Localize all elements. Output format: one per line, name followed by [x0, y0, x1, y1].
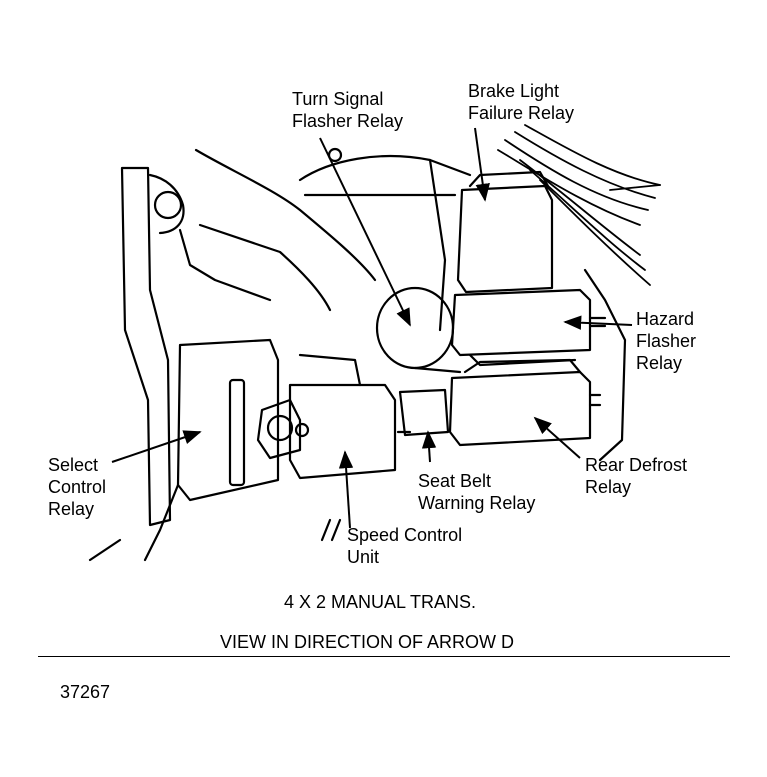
turn-signal-label: Turn Signal Flasher Relay: [292, 88, 403, 132]
hazard-leader: [563, 315, 633, 330]
hazard-label-line2: Flasher: [636, 331, 697, 351]
seat-belt-label-line2: Warning Relay: [418, 493, 536, 513]
brake-light-failure-relay-body: [456, 170, 554, 294]
turn-signal-leader: [319, 137, 411, 327]
hazard-flasher-relay-body: [450, 288, 607, 367]
seat-belt-label-line1: Seat Belt: [418, 471, 492, 491]
select-control-relay-body: [143, 338, 280, 562]
brake-light-label-line2: Failure Relay: [468, 103, 575, 123]
hazard-label: Hazard Flasher Relay: [636, 308, 696, 374]
select-control-label-line3: Relay: [48, 499, 95, 519]
brake-light-label: Brake Light Failure Relay: [468, 80, 574, 124]
hazard-label-line3: Relay: [636, 353, 683, 373]
caption-line1: 4 X 2 MANUAL TRANS.: [284, 592, 477, 612]
divider: [38, 656, 730, 657]
select-control-leader: [111, 430, 202, 463]
speed-control-leader: [338, 450, 354, 529]
select-control-label-line1: Select: [48, 455, 99, 475]
figure-number: 37267: [60, 682, 111, 702]
turn-signal-flasher-relay-body: [375, 286, 462, 374]
speed-control-label-line1: Speed Control: [347, 525, 463, 545]
select-control-label-line2: Control: [48, 477, 107, 497]
caption-line2: VIEW IN DIRECTION OF ARROW D: [220, 632, 515, 652]
speed-control-unit-body: [256, 353, 397, 542]
mounting-panel: [178, 147, 627, 462]
rear-defrost-relay-body: [448, 358, 602, 447]
turn-signal-label-line1: Turn Signal: [292, 89, 384, 109]
seat-belt-leader: [421, 430, 437, 463]
brake-light-label-line1: Brake Light: [468, 81, 560, 101]
rear-defrost-label-line1: Rear Defrost: [585, 455, 688, 475]
seat-belt-label: Seat Belt Warning Relay: [418, 470, 535, 514]
brake-light-leader: [474, 127, 490, 202]
select-control-label: Select Control Relay: [48, 454, 106, 520]
rear-defrost-label: Rear Defrost Relay: [585, 454, 687, 498]
wiring-harness: [497, 124, 661, 286]
mounting-bracket: [88, 166, 185, 562]
speed-control-label: Speed Control Unit: [347, 524, 462, 568]
rear-defrost-label-line2: Relay: [585, 477, 632, 497]
rear-defrost-leader: [533, 416, 581, 459]
hazard-label-line1: Hazard: [636, 309, 695, 329]
speed-control-label-line2: Unit: [347, 547, 380, 567]
seat-belt-warning-relay-body: [396, 388, 450, 437]
turn-signal-label-line2: Flasher Relay: [292, 111, 404, 131]
